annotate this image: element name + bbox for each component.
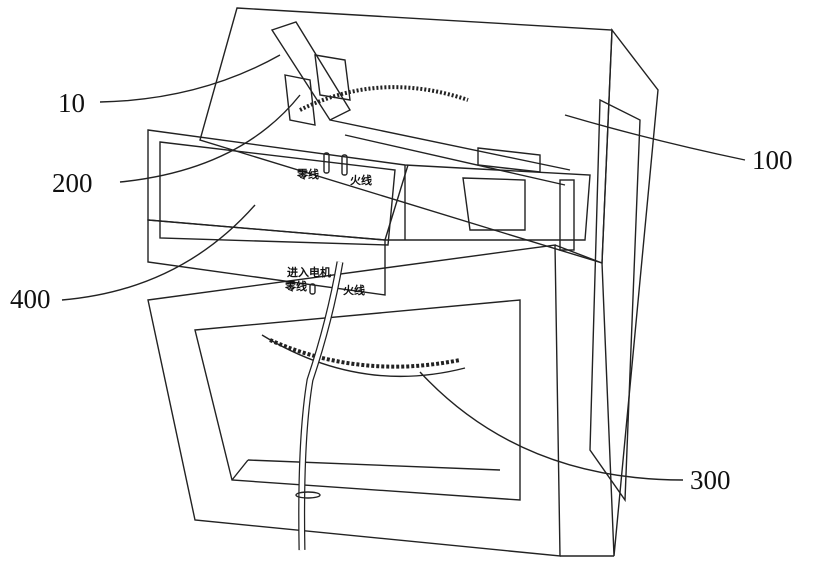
label-300: 300 <box>690 465 731 496</box>
label-400: 400 <box>10 284 51 315</box>
text-live-top: 火线 <box>350 172 372 188</box>
label-100: 100 <box>752 145 793 176</box>
frame-front-opening <box>195 300 520 500</box>
clamp <box>478 148 540 172</box>
control-box-panel <box>160 142 395 245</box>
gear-rack <box>270 340 460 367</box>
text-neutral-top: 零线 <box>297 166 319 182</box>
label-200: 200 <box>52 168 93 199</box>
leader-300 <box>420 372 683 480</box>
bracket-plate <box>272 22 350 120</box>
label-10: 10 <box>58 88 85 119</box>
leader-10 <box>100 55 280 102</box>
leader-400 <box>62 205 255 300</box>
text-live-bottom: 火线 <box>343 282 365 298</box>
text-neutral-bottom: 零线 <box>285 278 307 294</box>
arc-track <box>300 87 468 110</box>
frame-right-opening <box>590 100 640 500</box>
